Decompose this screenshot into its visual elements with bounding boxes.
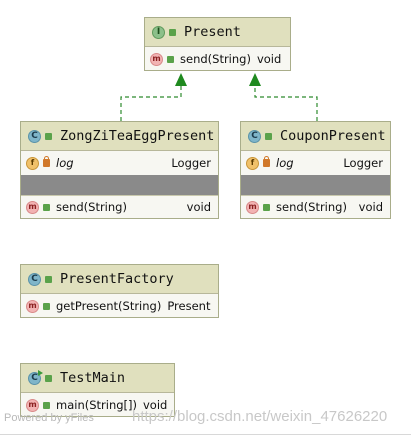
private-lock-icon [43, 156, 50, 167]
class-name: Present [184, 24, 241, 40]
class-node-test-main[interactable]: C TestMain m main(String[]) void [20, 363, 175, 417]
class-badge-letter: C [31, 372, 38, 383]
class-header: C TestMain [21, 364, 174, 393]
public-visibility-icon [45, 374, 52, 382]
method-row[interactable]: m getPresent(String) Present [21, 294, 218, 318]
powered-by-watermark: Powered by yFiles [4, 412, 94, 424]
method-return-type: void [358, 200, 383, 214]
public-visibility-icon [45, 132, 52, 140]
public-visibility-icon [43, 203, 50, 211]
blog-url-watermark: https://blog.csdn.net/weixin_47626220 [132, 408, 388, 425]
method-signature: send(String) [276, 200, 347, 214]
method-icon: m [26, 200, 39, 214]
run-marker-icon [38, 369, 43, 376]
method-signature: main(String[]) [56, 398, 137, 412]
class-name: PresentFactory [60, 271, 174, 287]
public-visibility-icon [265, 132, 272, 140]
field-name: log [276, 156, 294, 170]
public-visibility-icon [45, 275, 52, 283]
edge-zongzi-implements-present [120, 73, 187, 121]
private-lock-icon [263, 156, 270, 167]
class-node-zongzi-tea-egg-present[interactable]: C ZongZiTeaEggPresent f log Logger m sen… [20, 121, 219, 219]
public-visibility-icon [169, 28, 176, 36]
method-icon: m [26, 398, 39, 412]
class-node-present[interactable]: I Present m send(String) void [144, 17, 291, 71]
class-header: C ZongZiTeaEggPresent [21, 122, 218, 151]
method-icon: m [246, 200, 259, 214]
class-node-present-factory[interactable]: C PresentFactory m getPresent(String) Pr… [20, 264, 219, 318]
class-node-coupon-present[interactable]: C CouponPresent f log Logger m send(Stri… [240, 121, 391, 219]
class-header: I Present [145, 18, 290, 47]
method-row[interactable]: m send(String) void [21, 195, 218, 218]
field-icon: f [26, 156, 39, 170]
class-name: ZongZiTeaEggPresent [60, 128, 215, 144]
edge-coupon-implements-present [249, 73, 318, 121]
field-row[interactable]: f log Logger [21, 151, 218, 175]
runnable-class-icon: C [28, 369, 43, 385]
field-icon: f [246, 156, 259, 170]
field-type: Logger [343, 156, 383, 170]
bottom-divider [0, 434, 411, 435]
public-visibility-icon [43, 401, 50, 409]
class-icon: C [248, 129, 261, 143]
method-row[interactable]: m send(String) void [145, 47, 290, 71]
method-return-type: void [143, 398, 168, 412]
field-type: Logger [171, 156, 211, 170]
method-return-type: void [186, 200, 211, 214]
class-icon: C [28, 272, 41, 286]
arrowhead-icon [249, 73, 261, 86]
method-signature: getPresent(String) [56, 299, 162, 313]
method-return-type: void [256, 52, 282, 66]
method-signature: send(String) [56, 200, 127, 214]
class-header: C CouponPresent [241, 122, 390, 151]
class-name: TestMain [60, 370, 126, 386]
field-name: log [56, 156, 74, 170]
method-icon: m [26, 299, 39, 313]
method-row[interactable]: m main(String[]) void [21, 393, 174, 417]
method-icon: m [150, 52, 163, 66]
class-header: C PresentFactory [21, 265, 218, 294]
collapsed-section [21, 175, 218, 195]
public-visibility-icon [43, 302, 50, 310]
method-return-type: Present [167, 299, 211, 313]
field-row[interactable]: f log Logger [241, 151, 390, 175]
method-row[interactable]: m send(String) void [241, 195, 390, 218]
method-signature: send(String) [180, 52, 251, 66]
interface-icon: I [152, 25, 165, 39]
public-visibility-icon [167, 55, 174, 63]
class-name: CouponPresent [280, 128, 386, 144]
public-visibility-icon [263, 203, 270, 211]
collapsed-section [241, 175, 390, 195]
arrowhead-icon [175, 73, 187, 86]
class-icon: C [28, 129, 41, 143]
